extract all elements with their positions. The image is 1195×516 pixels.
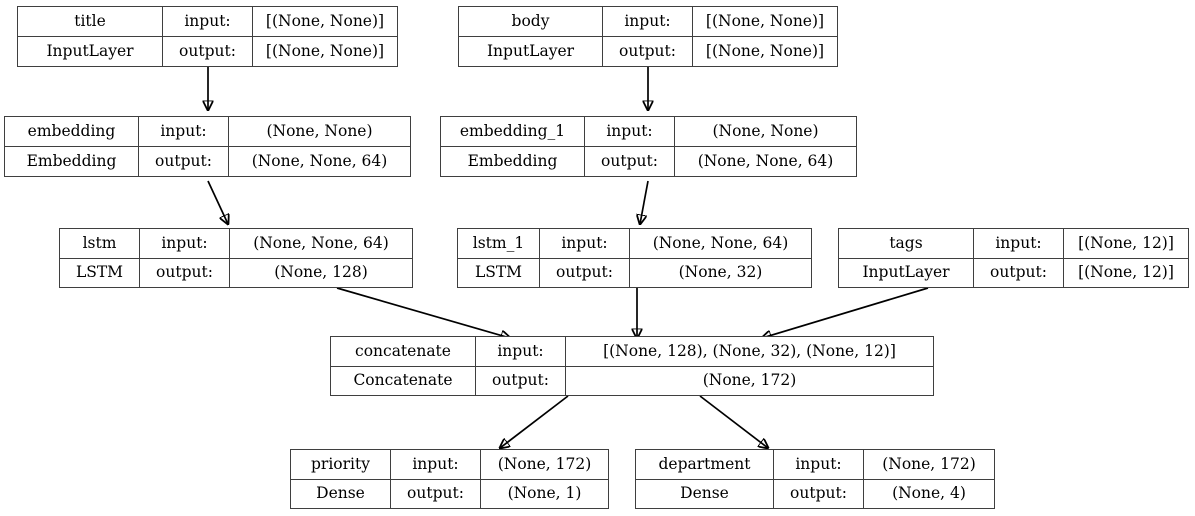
node-lstm-input-shape: (None, None, 64) (253, 233, 389, 252)
node-concatenate[interactable]: concatenate input: [(None, 128), (None, … (330, 336, 934, 396)
node-tags-name: tags (839, 229, 974, 258)
node-department-output-shape: (None, 4) (892, 484, 966, 502)
node-department-type: Dense (636, 479, 774, 508)
node-concatenate-input-shape: [(None, 128), (None, 32), (None, 12)] (603, 341, 896, 360)
node-department-name: department (636, 450, 774, 479)
node-lstm-1-name: lstm_1 (458, 229, 540, 258)
node-lstm-output-label: output: (140, 258, 230, 287)
node-concatenate-input-label: input: (476, 337, 566, 366)
node-tags-input-label: input: (974, 229, 1064, 258)
node-lstm-1-output-label: output: (540, 258, 630, 287)
node-lstm-input-row: lstm input: (None, None, 64) (60, 229, 412, 259)
node-title-name: title (18, 7, 163, 36)
node-embedding[interactable]: embedding input: (None, None) Embedding … (4, 116, 411, 177)
node-lstm-1-input-label: input: (540, 229, 630, 258)
node-title-input-row: title input: [(None, None)] (18, 7, 397, 37)
node-embedding-1-name: embedding_1 (441, 117, 585, 146)
node-lstm-output-row: LSTM output: (None, 128) (60, 258, 412, 287)
node-lstm-name: lstm (60, 229, 140, 258)
node-embedding-type: Embedding (5, 147, 139, 176)
node-concatenate-output-label: output: (476, 366, 566, 395)
node-priority-type: Dense (291, 479, 391, 508)
edge-embedding-to-lstm (207, 180, 228, 224)
node-priority-output-label: output: (391, 479, 481, 508)
node-body-output-shape: [(None, None)] (705, 41, 825, 60)
node-priority[interactable]: priority input: (None, 172) Dense output… (290, 449, 609, 509)
edge-concatenate-to-department (699, 395, 768, 448)
node-embedding-output-label: output: (139, 147, 229, 176)
node-department-input-row: department input: (None, 172) (636, 450, 994, 480)
node-concatenate-output-shape: (None, 172) (702, 371, 797, 389)
edge-lstm-to-concatenate (336, 287, 510, 338)
node-lstm-1-output-shape: (None, 32) (678, 263, 763, 281)
node-priority-input-row: priority input: (None, 172) (291, 450, 608, 480)
node-priority-input-label: input: (391, 450, 481, 479)
node-concatenate-input-row: concatenate input: [(None, 128), (None, … (331, 337, 933, 367)
node-lstm-type: LSTM (60, 258, 140, 287)
node-priority-output-shape: (None, 1) (507, 484, 582, 502)
node-tags-input-row: tags input: [(None, 12)] (839, 229, 1188, 259)
node-concatenate-type: Concatenate (331, 366, 476, 395)
node-embedding-input-row: embedding input: (None, None) (5, 117, 410, 147)
node-lstm-output-shape: (None, 128) (274, 263, 368, 281)
node-body-output-row: InputLayer output: [(None, None)] (459, 37, 837, 66)
node-title-type: InputLayer (18, 37, 163, 66)
node-embedding-input-shape: (None, None) (266, 121, 373, 140)
node-embedding-1-output-shape: (None, None, 64) (697, 151, 834, 170)
node-embedding-1-type: Embedding (441, 147, 585, 176)
node-title-input-shape: [(None, None)] (265, 11, 385, 30)
node-lstm-1-type: LSTM (458, 258, 540, 287)
node-embedding-1[interactable]: embedding_1 input: (None, None) Embeddin… (440, 116, 857, 177)
node-tags-input-shape: [(None, 12)] (1078, 233, 1174, 252)
node-embedding-name: embedding (5, 117, 139, 146)
node-embedding-output-row: Embedding output: (None, None, 64) (5, 147, 410, 176)
node-body-input-row: body input: [(None, None)] (459, 7, 837, 37)
node-body-name: body (459, 7, 603, 36)
node-embedding-1-input-label: input: (585, 117, 675, 146)
node-embedding-output-shape: (None, None, 64) (251, 151, 388, 170)
node-body-input-shape: [(None, None)] (705, 11, 825, 30)
node-priority-input-shape: (None, 172) (497, 454, 592, 473)
node-lstm[interactable]: lstm input: (None, None, 64) LSTM output… (59, 228, 413, 288)
node-department-output-row: Dense output: (None, 4) (636, 479, 994, 508)
node-body-output-label: output: (603, 37, 693, 66)
node-tags-type: InputLayer (839, 258, 974, 287)
node-embedding-1-output-label: output: (585, 147, 675, 176)
edge-tags-to-concatenate (762, 287, 929, 338)
node-lstm-1-output-row: LSTM output: (None, 32) (458, 258, 811, 287)
edge-embedding-1-to-lstm-1 (640, 180, 649, 224)
node-embedding-1-output-row: Embedding output: (None, None, 64) (441, 147, 856, 176)
node-title-output-label: output: (163, 37, 253, 66)
node-lstm-input-label: input: (140, 229, 230, 258)
node-concatenate-name: concatenate (331, 337, 476, 366)
node-tags-output-label: output: (974, 258, 1064, 287)
node-body-input-label: input: (603, 7, 693, 36)
node-department-input-shape: (None, 172) (882, 454, 976, 473)
node-title[interactable]: title input: [(None, None)] InputLayer o… (17, 6, 398, 67)
node-lstm-1[interactable]: lstm_1 input: (None, None, 64) LSTM outp… (457, 228, 812, 288)
node-title-output-row: InputLayer output: [(None, None)] (18, 37, 397, 66)
node-department[interactable]: department input: (None, 172) Dense outp… (635, 449, 995, 509)
node-body-type: InputLayer (459, 37, 603, 66)
node-embedding-1-input-shape: (None, None) (712, 121, 819, 140)
edge-concatenate-to-priority (500, 395, 569, 448)
node-embedding-1-input-row: embedding_1 input: (None, None) (441, 117, 856, 147)
node-lstm-1-input-shape: (None, None, 64) (652, 233, 789, 252)
node-department-input-label: input: (774, 450, 864, 479)
node-priority-output-row: Dense output: (None, 1) (291, 479, 608, 508)
node-concatenate-output-row: Concatenate output: (None, 172) (331, 366, 933, 395)
node-title-output-shape: [(None, None)] (265, 41, 385, 60)
node-title-input-label: input: (163, 7, 253, 36)
node-body[interactable]: body input: [(None, None)] InputLayer ou… (458, 6, 838, 67)
node-lstm-1-input-row: lstm_1 input: (None, None, 64) (458, 229, 811, 259)
node-priority-name: priority (291, 450, 391, 479)
node-tags-output-row: InputLayer output: [(None, 12)] (839, 258, 1188, 287)
node-department-output-label: output: (774, 479, 864, 508)
node-embedding-input-label: input: (139, 117, 229, 146)
node-tags[interactable]: tags input: [(None, 12)] InputLayer outp… (838, 228, 1189, 288)
node-tags-output-shape: [(None, 12)] (1078, 263, 1174, 281)
